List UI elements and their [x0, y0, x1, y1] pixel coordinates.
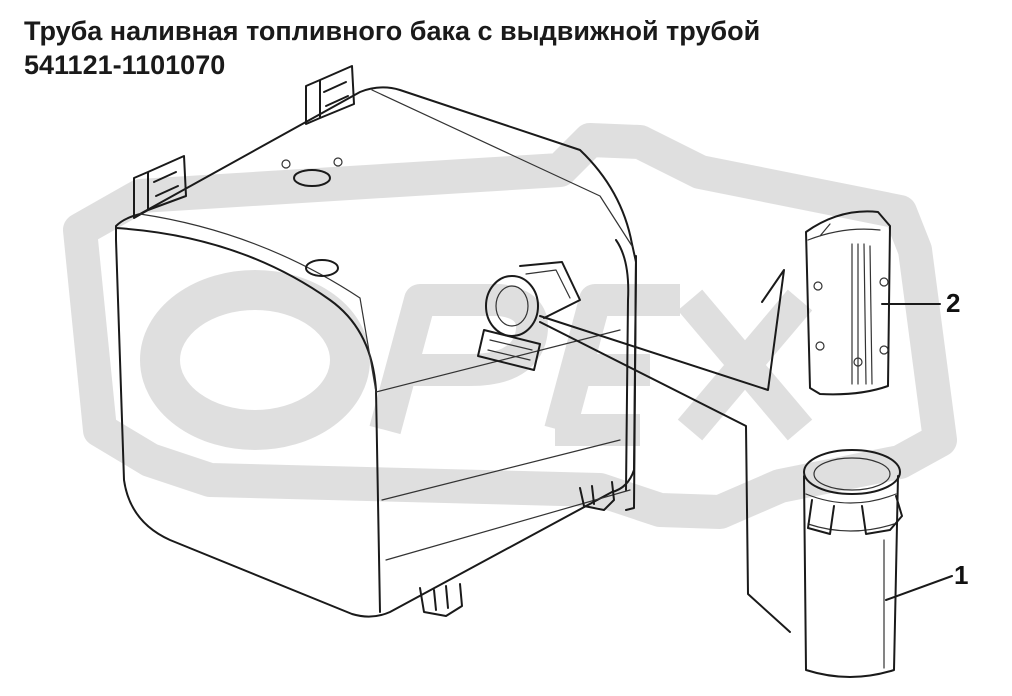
tube-clamp-left [807, 499, 835, 535]
fuel-tank [115, 65, 637, 618]
cover-bolt [879, 345, 889, 355]
title-line-2: 541121-1101070 [24, 50, 226, 80]
cover-body [805, 210, 891, 396]
watermark-letter-o [140, 270, 370, 450]
cover-bolt [879, 277, 889, 287]
watermark-gear [63, 123, 957, 529]
diagram-title: Труба наливная топливного бака с выдвижн… [24, 14, 760, 82]
tank-sensor-cap [305, 259, 339, 277]
tube-clamp-right [861, 495, 903, 535]
tube-body [803, 475, 899, 678]
part-2-cover [805, 210, 941, 396]
tank-foot-right [579, 481, 615, 511]
title-line-1: Труба наливная топливного бака с выдвижн… [24, 16, 761, 46]
tank-foot-left [419, 583, 463, 617]
watermark-letters [369, 284, 813, 446]
cover-bolt [813, 281, 823, 291]
callout-1: 1 [954, 560, 968, 590]
leader-to-part-2 [539, 269, 785, 391]
tank-top-cap [293, 169, 331, 187]
tube-top-inner [813, 457, 891, 491]
tube-top-rim [803, 449, 901, 495]
cover-ribs [851, 243, 873, 385]
cover-bolt [815, 341, 825, 351]
tank-strap [615, 239, 637, 511]
leader-lines [539, 269, 791, 633]
watermark-logo [63, 123, 957, 529]
tank-top-bolt [333, 157, 343, 167]
cover-bolt [853, 357, 863, 367]
cover-top [807, 223, 881, 241]
tank-top-edge [139, 89, 633, 393]
tube-leader [885, 575, 953, 601]
callout-2: 2 [946, 288, 960, 318]
tank-bracket-right [305, 65, 355, 125]
tube-ring [805, 493, 897, 532]
tank-top-bolt [281, 159, 291, 169]
leader-to-part-1 [539, 321, 791, 633]
tank-bottom-edge [381, 439, 631, 561]
tank-filler-neck [477, 261, 581, 371]
part-1-tube [803, 449, 953, 678]
